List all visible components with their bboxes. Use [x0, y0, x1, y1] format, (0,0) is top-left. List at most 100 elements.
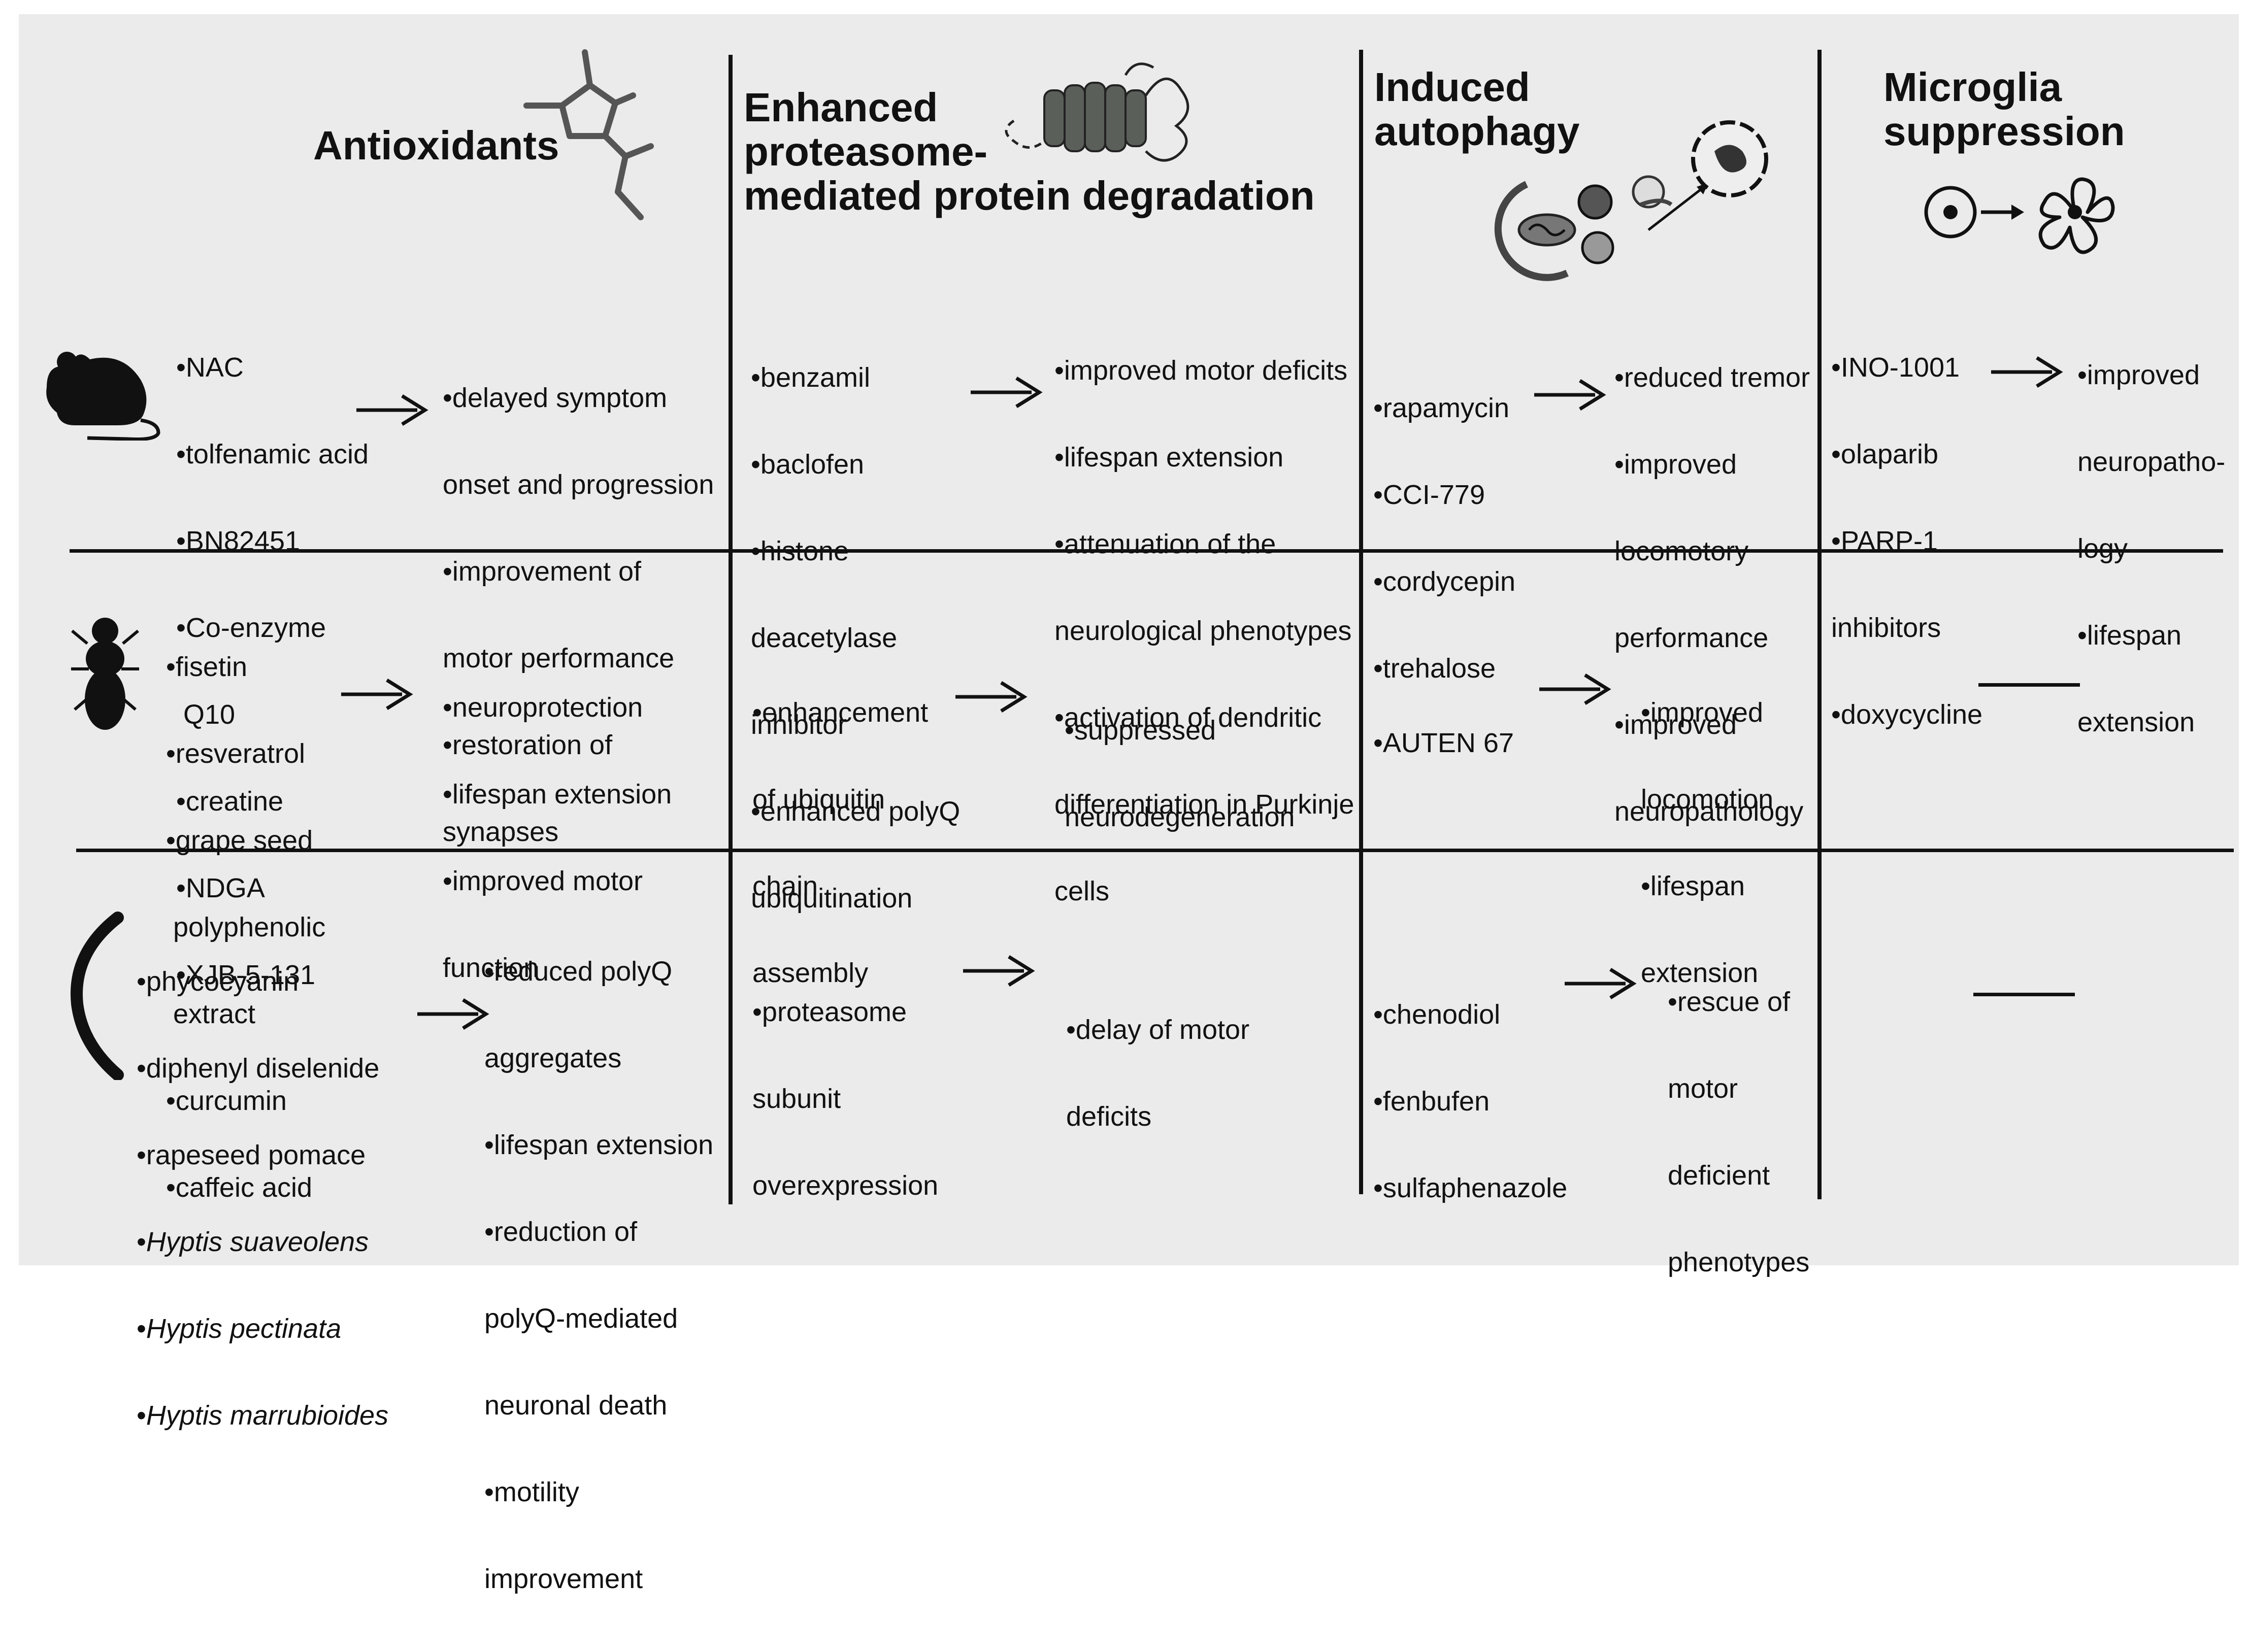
list-item: •XJB-5-131 — [176, 960, 316, 990]
list-item: •proteasome — [752, 997, 907, 1027]
list-item: aggregates — [484, 1043, 622, 1073]
list-item: •improvement of — [443, 556, 642, 587]
list-item: subunit — [752, 1084, 841, 1114]
list-item: •phycocyanin — [137, 966, 299, 997]
arrow-icon — [1534, 379, 1606, 411]
list-item: of ubiquitin — [752, 784, 885, 815]
list-item: polyQ-mediated — [484, 1303, 678, 1334]
list-item: polyphenolic — [173, 912, 326, 942]
list-item: logy — [2077, 533, 2128, 564]
arrow-icon — [341, 679, 413, 710]
no-data-dash — [1978, 683, 2080, 687]
list-item: neuronal death — [484, 1390, 668, 1421]
list-item: synapses — [443, 817, 559, 847]
list-item: •tolfenamic acid — [176, 439, 369, 469]
list-item: •restoration of — [443, 730, 613, 760]
worm-proteasome-effects: •delay of motor deficits — [1066, 958, 1249, 1189]
species-name: Hyptis pectinata — [146, 1313, 342, 1344]
list-item: •suppressed — [1065, 715, 1216, 746]
list-item: •rapeseed pomace — [137, 1140, 366, 1170]
list-item: •reduction of — [484, 1217, 638, 1247]
list-item: phenotypes — [1668, 1247, 1810, 1277]
list-item: •PARP-1 — [1831, 526, 1938, 556]
list-item: neuropathology — [1614, 796, 1804, 827]
list-item: •enhancement — [752, 697, 929, 728]
list-item: extension — [2077, 707, 2195, 737]
arrow-icon — [356, 394, 428, 426]
microglia-activation-icon — [1924, 177, 2115, 254]
mouse-proteasome-effects: •improved motor deficits •lifespan exten… — [1054, 298, 1354, 964]
list-item: •improved — [1641, 697, 1763, 728]
list-item: extension — [1641, 958, 1759, 988]
list-item: neurodegeneration — [1065, 802, 1295, 832]
bullet: • — [137, 1227, 146, 1257]
header-proteasome-line-1: Enhanced — [744, 85, 938, 130]
list-item: motor performance — [443, 643, 675, 673]
species-name: Hyptis suaveolens — [146, 1227, 369, 1257]
header-proteasome-line-2: proteasome- — [744, 129, 988, 174]
column-divider-1 — [729, 55, 733, 1204]
list-item: inhibitor — [751, 710, 847, 740]
list-item: •rescue of — [1668, 987, 1791, 1017]
fly-proteasome-compounds: •enhancement of ubiquitin chain assembly — [752, 640, 928, 1046]
list-item: •trehalose — [1373, 653, 1496, 684]
list-item: ubiquitination — [751, 883, 913, 914]
mouse-icon — [46, 352, 160, 441]
list-item: •delay of motor — [1066, 1015, 1250, 1045]
arrow-icon — [417, 998, 489, 1030]
mouse-autophagy-effects: •reduced tremor •improved locomotory per… — [1614, 306, 1810, 884]
list-item: •lifespan — [2077, 620, 2182, 651]
mouse-microglia-compounds: •INO-1001 •olaparib •PARP-1 inhibitors •… — [1831, 295, 1982, 787]
worm-proteasome-compounds: •proteasome subunit overexpression — [752, 940, 938, 1258]
list-item: •BN82451 — [176, 526, 301, 556]
list-item: •CCI-779 — [1373, 480, 1485, 510]
figure-panel: Antioxidants Enhanced proteasome- mediat… — [19, 14, 2239, 1594]
list-item: •INO-1001 — [1831, 352, 1960, 383]
fly-icon — [71, 618, 139, 730]
fly-autophagy-effects: •improved locomotion •lifespan extension — [1641, 640, 1773, 1046]
list-item: •reduced polyQ — [484, 956, 673, 987]
arrow-icon — [1991, 356, 2063, 388]
list-item: •lifespan extension — [1054, 442, 1284, 473]
list-item: deficits — [1066, 1101, 1152, 1132]
list-item: •AUTEN 67 — [1373, 728, 1514, 758]
list-item: •lifespan extension — [443, 779, 672, 810]
list-item: •resveratrol — [166, 738, 305, 769]
mouse-proteasome-compounds: •benzamil •baclofen •histone deacetylase… — [751, 306, 960, 971]
list-item: •improved — [1614, 710, 1737, 740]
list-item: •improved motor deficits — [1054, 355, 1348, 386]
list-item: •Hyptis pectinata — [137, 1314, 388, 1343]
autophagosome-icon — [1494, 120, 1768, 281]
arrow-icon — [971, 377, 1043, 408]
list-item: •NAC — [176, 352, 244, 383]
list-item: •improved motor — [443, 866, 643, 896]
list-item: •reduced tremor — [1614, 362, 1810, 393]
list-item: overexpression — [752, 1170, 939, 1201]
list-item: •olaparib — [1831, 439, 1939, 469]
list-item: assembly — [752, 958, 869, 988]
worm-antioxidant-compounds: •phycocyanin •diphenyl diselenide •rapes… — [137, 909, 388, 1488]
list-item: •benzamil — [751, 362, 871, 393]
list-item: •activation of dendritic — [1054, 702, 1322, 733]
list-item: •histone — [751, 536, 849, 566]
arrow-icon — [955, 681, 1028, 713]
list-item: •Hyptis marrubioides — [137, 1401, 388, 1430]
mouse-autophagy-compounds: •rapamycin •CCI-779 •cordycepin •trehalo… — [1373, 336, 1515, 741]
header-proteasome: Enhanced proteasome- mediated protein de… — [744, 85, 1315, 218]
list-item: •neuroprotection — [443, 692, 643, 723]
list-item: locomotion — [1641, 784, 1774, 815]
list-item: neuropatho- — [2077, 447, 2226, 477]
header-microglia-line-2: suppression — [1883, 109, 2125, 154]
mouse-microglia-effects: •improved neuropatho- logy •lifespan ext… — [2077, 303, 2225, 795]
header-microglia: Microglia suppression — [1883, 65, 2125, 153]
fly-antioxidant-effects: •neuroprotection •lifespan extension •im… — [443, 635, 672, 1040]
worm-antioxidant-effects: •reduced polyQ aggregates •lifespan exte… — [484, 899, 713, 1651]
list-item: •baclofen — [751, 449, 865, 480]
species-name: Hyptis marrubioides — [146, 1400, 389, 1431]
list-item: •doxycycline — [1831, 699, 1983, 730]
header-autophagy-line-2: autophagy — [1374, 109, 1580, 154]
list-item: •creatine — [176, 786, 284, 817]
row-divider-2 — [76, 849, 2234, 852]
bullet: • — [137, 1313, 146, 1344]
list-item: performance — [1614, 623, 1769, 653]
